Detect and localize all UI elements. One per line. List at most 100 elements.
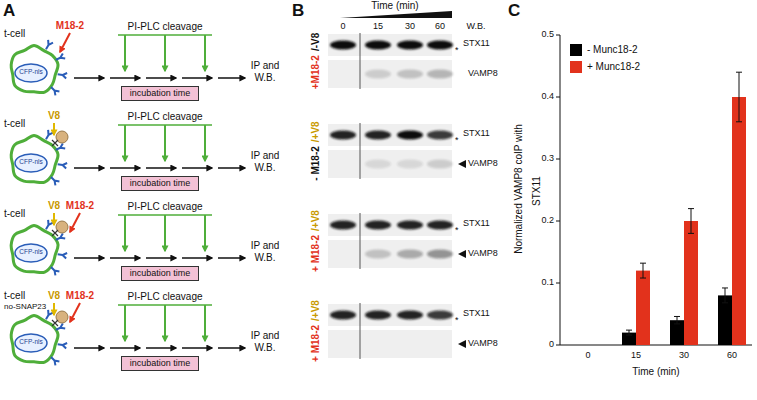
- legend-text: - Munc18-2: [587, 44, 638, 56]
- figure-label: 60: [435, 21, 445, 31]
- receptor-symbol: [58, 343, 67, 349]
- protein-band: [330, 311, 356, 320]
- figure-label: t-cell: [4, 118, 25, 130]
- protein-band: [365, 70, 391, 79]
- receptor-symbol: [58, 163, 67, 169]
- y-tick: [556, 35, 560, 36]
- receptor-symbol: [51, 87, 59, 95]
- figure-label: + M18-2: [310, 325, 321, 362]
- figure-label: 0: [549, 339, 554, 349]
- figure-label: V8: [48, 200, 60, 212]
- figure-label: /+V8: [310, 300, 321, 321]
- receptor-symbol: [46, 310, 53, 319]
- figure-label: CFP-nls: [19, 158, 42, 165]
- lane-divider: [360, 303, 361, 359]
- blot-strip: [328, 330, 452, 358]
- figure-label: t-cell: [4, 208, 25, 220]
- error-bar: [640, 263, 646, 278]
- figure-label: *: [455, 45, 459, 55]
- figure-label: CFP-nls: [19, 248, 42, 255]
- time-arrow: [110, 257, 140, 259]
- nucleus: [15, 244, 47, 262]
- figure-label: STX11: [463, 308, 490, 318]
- cell-membrane: [11, 45, 58, 92]
- figure-label: 0: [340, 21, 345, 31]
- time-arrow: [146, 347, 176, 349]
- figure-label: + M18-2: [310, 235, 321, 272]
- time-arrow: [74, 257, 104, 259]
- figure-label: Time (min): [632, 366, 679, 378]
- protein-band: [397, 131, 423, 140]
- protein-band: [427, 41, 453, 50]
- figure-label: PI-PLC cleavage: [127, 201, 202, 213]
- time-arrow: [218, 257, 245, 259]
- legend-entry: + Munc18-2: [570, 61, 640, 73]
- figure-label: 30: [405, 21, 415, 31]
- figure-label: IP and W.B.: [248, 330, 282, 353]
- protein-band: [397, 41, 423, 50]
- protein-band: [365, 131, 391, 140]
- figure-label: CFP-nls: [19, 338, 42, 345]
- figure-label: M18-2: [66, 200, 94, 212]
- cleavage-arrow: [124, 125, 126, 161]
- receptor-symbol: [46, 220, 53, 229]
- nucleus: [15, 154, 47, 172]
- box-label: incubation time: [130, 178, 191, 189]
- receptor-symbol: [58, 253, 67, 259]
- y-tick: [556, 345, 560, 346]
- figure-label: M18-2: [66, 290, 94, 302]
- v8-arrow: [53, 123, 55, 135]
- time-arrow: [146, 167, 176, 169]
- figure-label: 0.3: [541, 153, 554, 163]
- western-blot: [328, 303, 466, 359]
- figure-label: 30: [679, 350, 689, 360]
- legend-swatch: [570, 44, 582, 56]
- protease-symbol: [56, 131, 68, 143]
- protein-band: [427, 131, 453, 140]
- figure-label: 15: [631, 350, 641, 360]
- figure-label: IP and W.B.: [248, 240, 282, 263]
- figure-label: /+V8: [310, 121, 321, 142]
- process-box: incubation time: [121, 176, 200, 191]
- cleavage-arrow: [204, 305, 206, 341]
- scissors-symbol: [52, 140, 58, 146]
- protein-band: [397, 250, 423, 259]
- protein-band: [330, 131, 356, 140]
- blot-strip: [328, 304, 452, 326]
- error-bar: [688, 209, 694, 234]
- error-bar: [722, 288, 728, 303]
- process-box: incubation time: [121, 86, 200, 101]
- blot-strip: [328, 60, 452, 88]
- cleavage-arrow: [124, 215, 126, 251]
- protein-band: [397, 221, 423, 230]
- blot-strip: [328, 240, 452, 268]
- cleavage-arrow: [204, 35, 206, 71]
- receptor-symbol: [51, 357, 59, 365]
- figure-label: IP and W.B.: [248, 150, 282, 173]
- y-tick: [556, 159, 560, 160]
- western-blot: [328, 123, 466, 179]
- time-arrow: [218, 167, 245, 169]
- figure-label: +M18-2: [310, 55, 321, 89]
- protein-band: [330, 221, 356, 230]
- rotated-label-group: + M18-2 /+V8: [305, 298, 323, 364]
- time-wedge: [340, 11, 452, 18]
- y-axis: [560, 35, 561, 345]
- band-pointer: [458, 340, 466, 348]
- time-arrow: [74, 77, 104, 79]
- figure-label: 0.4: [541, 91, 554, 101]
- figure-label: B: [292, 1, 304, 21]
- lane-divider: [360, 33, 361, 89]
- receptor-symbol: [56, 53, 65, 59]
- protein-band: [365, 41, 391, 50]
- figure-label: Time (min): [371, 0, 418, 12]
- error-bar: [736, 72, 742, 122]
- figure-label: no-SNAP23: [4, 302, 46, 311]
- cleavage-arrow: [164, 305, 166, 341]
- figure-label: STX11: [463, 128, 490, 138]
- protein-band: [397, 160, 423, 169]
- time-arrow: [146, 257, 176, 259]
- protease-symbol: [56, 221, 68, 233]
- process-box: incubation time: [121, 266, 200, 281]
- munc18-arrow: [70, 213, 80, 232]
